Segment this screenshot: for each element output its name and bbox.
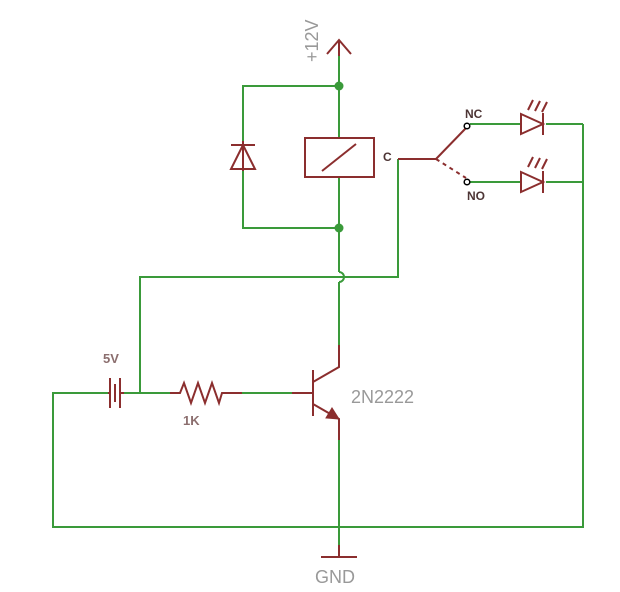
vcc-arrow-icon [326,38,352,56]
junction-top [334,81,344,91]
wire-diode-top [242,85,339,141]
led-no-icon [520,156,548,194]
led-nc-icon [520,99,548,136]
wire-common-to-battery [139,159,399,393]
transistor-label: 2N2222 [351,387,414,407]
wire-battery-ground [52,392,339,528]
relay-switch-icon [398,122,471,186]
relay-coil-icon [304,137,375,178]
junction-bottom [334,223,344,233]
resistor-label: 1K [183,413,200,428]
transistor-icon [292,345,340,440]
battery-label: 5V [103,351,119,366]
gnd-label: GND [315,567,355,587]
wire-ground-bus-right [339,124,584,528]
resistor-icon [170,379,242,407]
flyback-diode-icon [229,141,257,171]
battery-icon [108,378,124,408]
vcc-label: +12V [302,19,322,62]
wires [52,56,584,557]
wire-diode-bottom [242,171,339,229]
junctions [334,81,344,233]
relay-common-label: C [383,150,392,164]
relay-nc-label: NC [465,107,483,121]
relay-no-label: NO [467,189,485,203]
ground-icon [321,545,357,558]
